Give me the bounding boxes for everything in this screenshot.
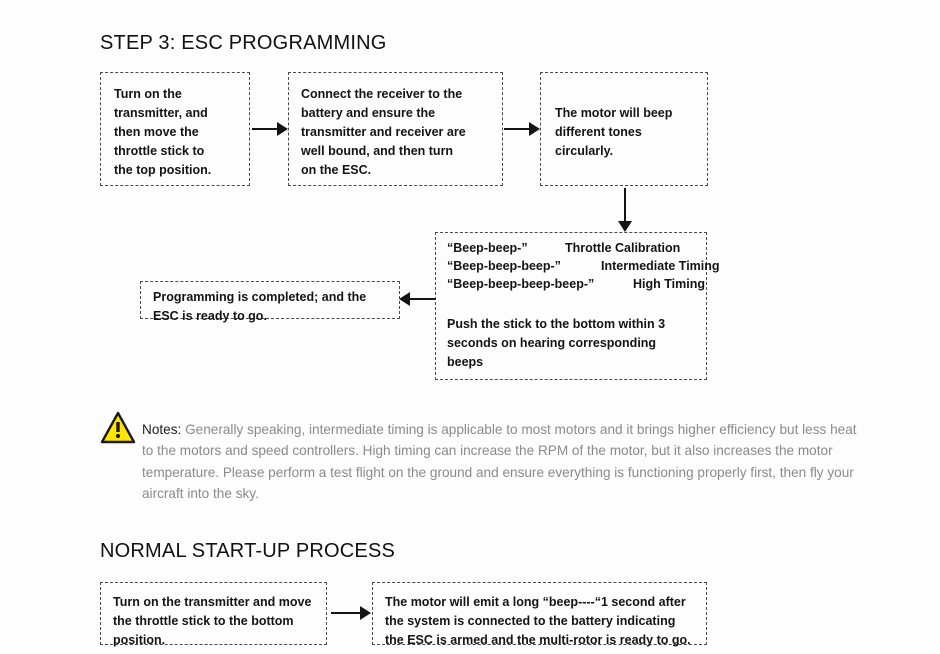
arrow-head: [529, 122, 540, 136]
notes-text: Notes: Generally speaking, intermediate …: [142, 419, 858, 505]
beep-legend-row: “Beep-beep-beep-beep-” High Timing: [447, 275, 705, 293]
beep-meaning-label: Throttle Calibration: [565, 241, 681, 255]
page-title-step3: STEP 3: ESC PROGRAMMING: [100, 32, 387, 54]
beep-sound-label: “Beep-beep-beep-beep-”: [447, 277, 595, 292]
flow-box-programming-completed: Programming is completed; and the ESC is…: [140, 281, 400, 323]
flow-box-motor-beep-tones: The motor will beep different tones circ…: [540, 72, 708, 186]
flow-box-text: Turn on the transmitter and move the thr…: [113, 595, 312, 647]
push-stick-instruction: Push the stick to the bottom within 3 se…: [447, 317, 666, 369]
arrow-right-icon-2: [504, 122, 540, 136]
beep-legend-list: “Beep-beep-” Throttle Calibration “Beep-b…: [447, 239, 720, 293]
flow-box-text: Turn on the transmitter, and then move t…: [114, 87, 212, 177]
flow-box-text: The motor will emit a long “beep----“1 s…: [385, 595, 691, 647]
arrow-shaft: [409, 298, 436, 301]
arrow-shaft: [331, 612, 361, 615]
flow-box-text: The motor will beep different tones circ…: [555, 106, 673, 158]
arrow-shaft: [504, 128, 531, 131]
arrow-head: [399, 292, 410, 306]
flow-box-connect-receiver: Connect the receiver to the battery and …: [288, 72, 503, 186]
notes-label: Notes:: [142, 421, 182, 437]
beep-sound-label: “Beep-beep-beep-”: [447, 259, 561, 274]
arrow-down-icon: [618, 188, 632, 232]
arrow-right-icon-1: [252, 122, 288, 136]
beep-meaning-label: Intermediate Timing: [601, 259, 720, 274]
beep-sound-label: “Beep-beep-”: [447, 241, 528, 255]
page-title-startup: NORMAL START-UP PROCESS: [100, 540, 396, 562]
arrow-head: [277, 122, 288, 136]
beep-meaning-label: High Timing: [633, 277, 705, 292]
arrow-head: [618, 221, 632, 232]
flow-box-beep-legend: “Beep-beep-” Throttle Calibration “Beep-b…: [435, 232, 720, 380]
beep-legend-row: “Beep-beep-” Throttle Calibration: [447, 239, 700, 257]
arrow-right-icon-3: [331, 606, 371, 620]
warning-triangle-icon: [100, 411, 136, 444]
arrow-shaft: [252, 128, 279, 131]
flow-box-text: Connect the receiver to the battery and …: [301, 87, 466, 177]
flow-box-startup-step2: The motor will emit a long “beep----“1 s…: [372, 582, 707, 647]
flow-box-turn-on-transmitter: Turn on the transmitter, and then move t…: [100, 72, 250, 186]
arrow-left-icon: [399, 292, 436, 306]
flow-box-text: Programming is completed; and the ESC is…: [153, 290, 367, 323]
flow-box-startup-step1: Turn on the transmitter and move the thr…: [100, 582, 327, 647]
notes-body: Generally speaking, intermediate timing …: [142, 421, 857, 502]
beep-legend-row: “Beep-beep-beep-” Intermediate Timing: [447, 257, 720, 275]
arrow-shaft: [624, 188, 627, 222]
arrow-head: [360, 606, 371, 620]
